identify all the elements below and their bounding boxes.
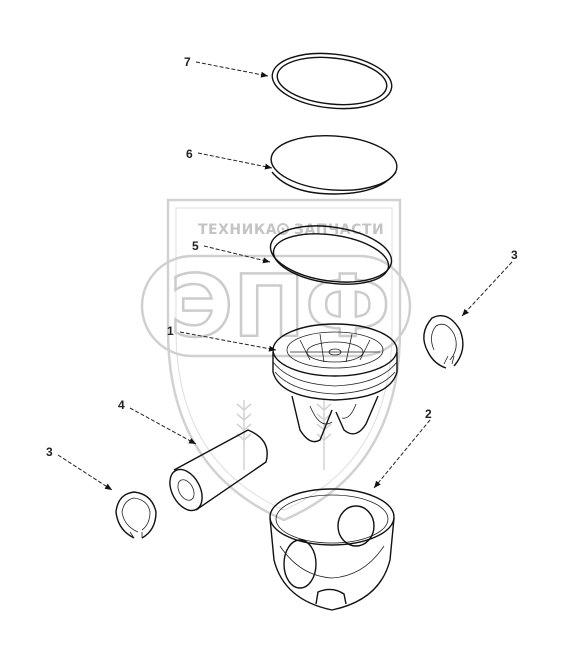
piston-skirt: [269, 488, 395, 611]
watermark: ТЕХНИКА ЗАПЧАСТИ ЭПФ: [140, 198, 412, 522]
piston-pin: [169, 429, 268, 512]
wheat-icon: [236, 400, 332, 470]
leader-6: [197, 152, 273, 170]
callout-4: 4: [118, 398, 125, 412]
callout-labels: 7 6 5 1 3 4 3 2: [46, 55, 518, 459]
leader-3-left: [57, 454, 113, 491]
gear-icon: [277, 223, 289, 235]
leader-3-right: [461, 261, 513, 317]
piston-assembly: [272, 323, 398, 443]
leader-lines: [57, 61, 513, 491]
leader-4: [129, 407, 197, 445]
callout-1: 1: [167, 324, 174, 338]
piston-ring-second: [270, 135, 398, 195]
callout-5: 5: [192, 239, 199, 253]
oil-control-ring: [269, 225, 393, 285]
circlip-left: [115, 491, 157, 539]
callout-3-left: 3: [46, 445, 53, 459]
circlip-right: [423, 315, 464, 369]
piston-ring-top: [271, 52, 393, 110]
callout-3-right: 3: [511, 248, 518, 262]
leader-7: [195, 61, 269, 78]
leader-2: [373, 419, 431, 489]
leader-5: [203, 245, 271, 264]
watermark-brand-text: ТЕХНИКА: [198, 222, 277, 238]
callout-6: 6: [186, 147, 193, 161]
callout-7: 7: [184, 55, 191, 69]
callout-2: 2: [425, 407, 432, 421]
watermark-letters: ЭПФ: [170, 257, 390, 357]
leader-1: [179, 331, 277, 352]
